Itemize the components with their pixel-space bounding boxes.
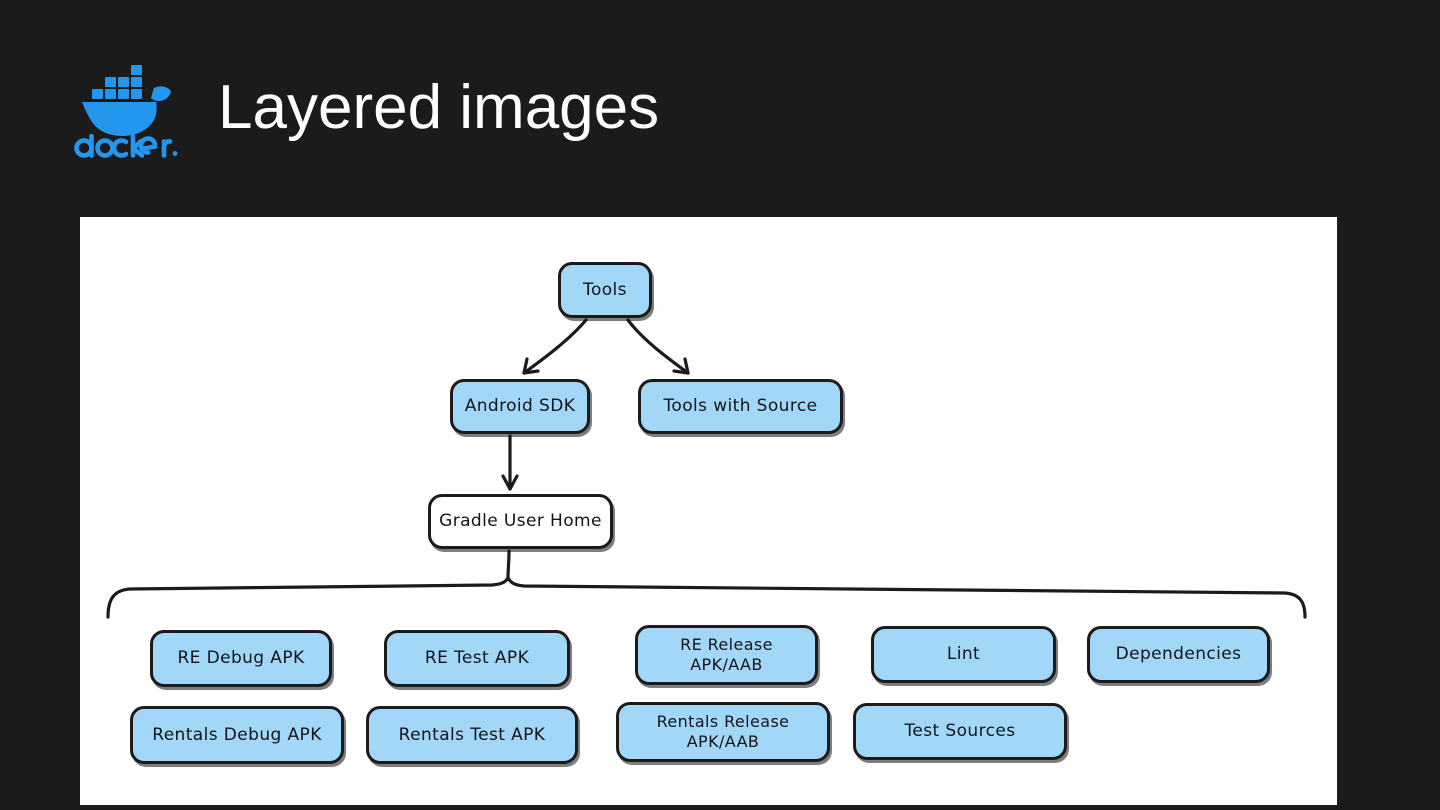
node-label: Test Sources [904, 721, 1016, 741]
node-label: Rentals Debug APK [152, 724, 322, 745]
edge-tools-to-tools-with-source [626, 318, 690, 375]
diagram-connectors [106, 318, 1307, 619]
node-rentals-test-apk[interactable]: Rentals Test APK [366, 706, 578, 764]
node-dependencies[interactable]: Dependencies [1087, 626, 1270, 683]
node-label: Tools [583, 279, 627, 300]
edge-tools-to-android-sdk [522, 318, 588, 375]
node-re-release-apk[interactable]: RE Release APK/AAB [635, 625, 818, 685]
arrowhead-android-sdk [522, 357, 540, 375]
node-label: RE Test APK [424, 648, 530, 668]
node-label: Android SDK [464, 396, 576, 416]
node-rentals-release[interactable]: Rentals Release APK/AAB [616, 702, 830, 762]
node-android-sdk[interactable]: Android SDK [450, 379, 590, 434]
node-label: RE Release APK/AAB [680, 635, 773, 674]
node-label: Tools with Source [663, 396, 818, 416]
node-label: Gradle User Home [439, 511, 602, 531]
slide-header: Layered images [0, 0, 1440, 200]
arrowhead-tools-with-source [672, 357, 690, 375]
node-label: RE Debug APK [177, 648, 305, 668]
diagram-canvas: Tools Android SDK Tools with Source Grad… [80, 217, 1337, 805]
node-re-test-apk[interactable]: RE Test APK [384, 630, 570, 687]
node-lint[interactable]: Lint [871, 626, 1056, 683]
layered-images-diagram: Tools Android SDK Tools with Source Grad… [80, 217, 1337, 805]
node-gradle-user-home[interactable]: Gradle User Home [428, 494, 613, 549]
edge-gradle-to-brace-stem [506, 549, 511, 580]
node-rentals-debug-apk[interactable]: Rentals Debug APK [130, 706, 344, 764]
node-re-debug-apk[interactable]: RE Debug APK [150, 630, 332, 687]
docker-logo [72, 52, 180, 162]
brace-connector [106, 576, 1307, 619]
page-title: Layered images [218, 73, 660, 142]
node-label: Dependencies [1115, 644, 1242, 664]
node-tools-with-source[interactable]: Tools with Source [638, 379, 843, 434]
arrowhead-gradle [501, 474, 519, 491]
node-label: Rentals Test APK [398, 724, 546, 745]
node-label: Rentals Release APK/AAB [656, 712, 790, 751]
node-test-sources[interactable]: Test Sources [853, 703, 1067, 760]
node-tools[interactable]: Tools [558, 262, 652, 318]
node-label: Lint [946, 644, 981, 664]
